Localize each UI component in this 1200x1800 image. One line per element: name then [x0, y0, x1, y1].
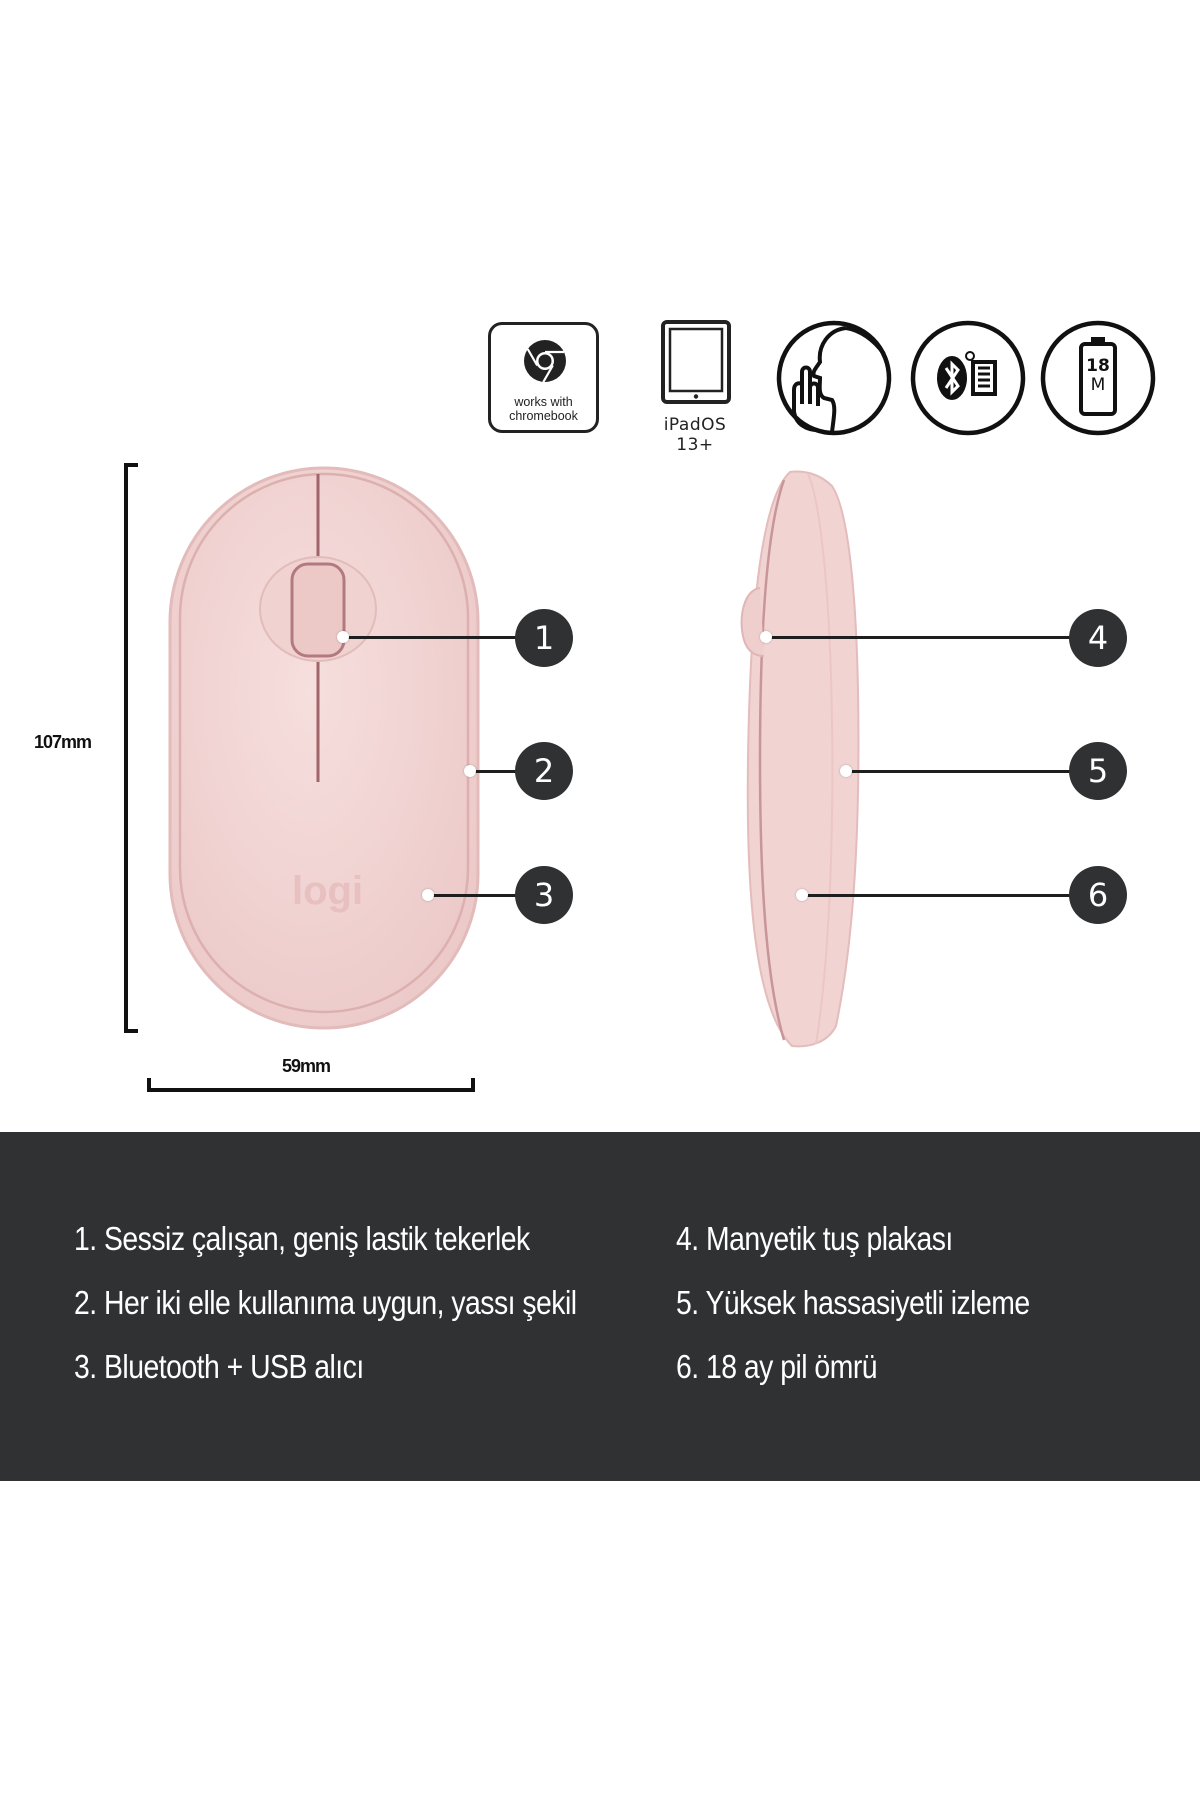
silent-click-icon [776, 320, 892, 436]
feature-panel: 1. Sessiz çalışan, geniş lastik tekerlek… [0, 1132, 1200, 1481]
feature-item-3: 3. Bluetooth + USB alıcı [74, 1348, 364, 1385]
callout-4-dot [760, 631, 772, 643]
chromebook-badge-text: works with chromebook [491, 395, 596, 423]
svg-text:logi: logi [292, 869, 363, 913]
chromebook-text-line1: works with [514, 395, 573, 409]
chromebook-text-line2: chromebook [509, 409, 578, 423]
feature-item-1: 1. Sessiz çalışan, geniş lastik tekerlek [74, 1220, 530, 1257]
callout-3-dot [422, 889, 434, 901]
callout-3-leader [430, 894, 522, 897]
height-dimension-label: 107mm [34, 732, 92, 752]
feature-item-6: 6. 18 ay pil ömrü [676, 1348, 878, 1385]
battery-months-number: 18 [1086, 356, 1110, 376]
ipados-label: iPadOS 13+ [663, 415, 727, 455]
feature-item-5: 5. Yüksek hassasiyetli izleme [676, 1284, 1030, 1321]
callout-5-marker: 5 [1070, 743, 1126, 799]
height-dimension-bracket [124, 463, 138, 1033]
callout-6-marker: 6 [1070, 867, 1126, 923]
width-dimension-bracket [147, 1078, 475, 1092]
mouse-side-view [740, 470, 860, 1048]
callout-1-marker: 1 [516, 610, 572, 666]
works-with-chromebook-badge: works with chromebook [488, 322, 599, 433]
ipados-badge: iPadOS 13+ [645, 320, 745, 455]
callout-5-leader [848, 770, 1078, 773]
callout-1-leader [344, 636, 522, 639]
feature-item-4: 4. Manyetik tuş plakası [676, 1220, 953, 1257]
callout-2-leader [472, 770, 522, 773]
callout-4-leader [768, 636, 1078, 639]
mouse-top-view: logi [168, 466, 480, 1030]
feature-item-2: 2. Her iki elle kullanıma uygun, yassı ş… [74, 1284, 577, 1321]
bluetooth-usb-icon [910, 320, 1026, 436]
callout-5-dot [840, 765, 852, 777]
battery-icon [1040, 320, 1156, 436]
callout-1-dot [337, 631, 349, 643]
width-dimension-label: 59mm [282, 1056, 331, 1076]
chrome-icon [524, 340, 566, 383]
battery-badge-text: 18 M [1080, 357, 1116, 395]
callout-2-dot [464, 765, 476, 777]
callout-6-dot [796, 889, 808, 901]
battery-months-unit: M [1090, 375, 1106, 395]
callout-4-marker: 4 [1070, 610, 1126, 666]
callout-2-marker: 2 [516, 743, 572, 799]
callout-3-marker: 3 [516, 867, 572, 923]
tablet-icon [661, 320, 731, 404]
callout-6-leader [804, 894, 1078, 897]
